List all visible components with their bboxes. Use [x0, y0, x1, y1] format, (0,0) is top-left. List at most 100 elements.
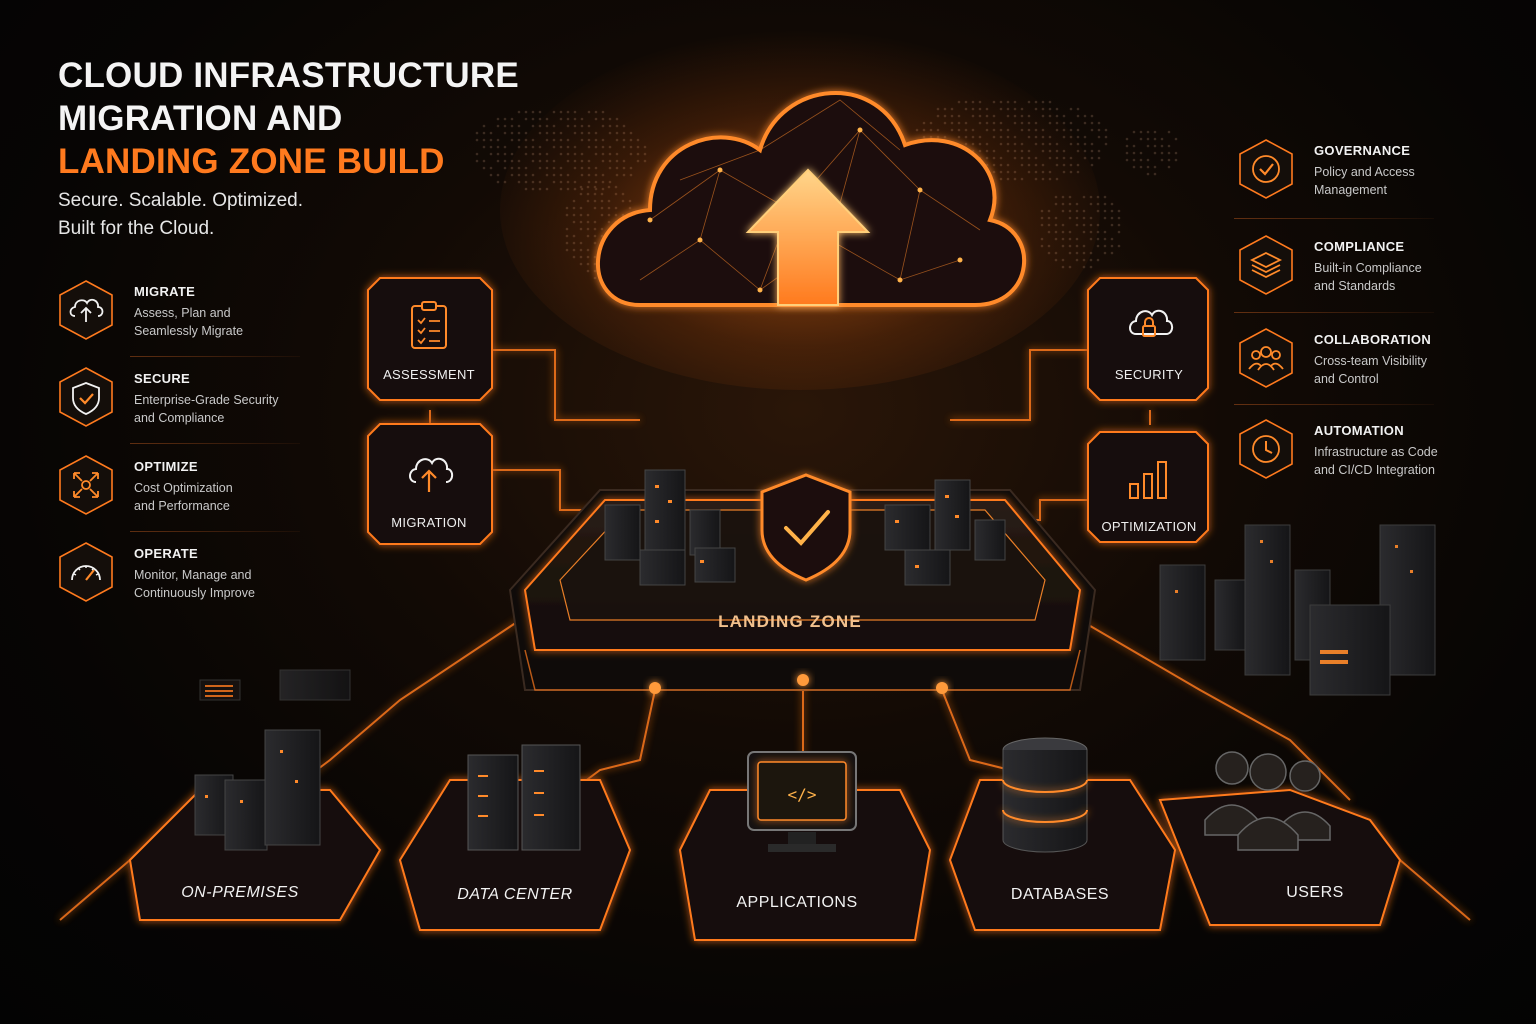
map-dot: [1110, 251, 1114, 255]
map-dot: [1097, 121, 1101, 125]
map-dot: [1103, 202, 1107, 206]
map-dot: [1083, 121, 1087, 125]
feature-desc: Seamlessly Migrate: [134, 324, 244, 338]
map-dot: [1097, 135, 1101, 139]
map-dot: [482, 145, 486, 149]
right-skyline: [1159, 524, 1436, 696]
map-dot: [1125, 151, 1129, 155]
map-dot: [482, 124, 486, 128]
map-dot: [1110, 216, 1114, 220]
map-dot: [1132, 130, 1136, 134]
map-dot: [1062, 121, 1066, 125]
map-dot: [496, 138, 500, 142]
map-dot: [1117, 223, 1121, 227]
map-dot: [503, 131, 507, 135]
map-dot: [503, 145, 507, 149]
map-dot: [1104, 128, 1108, 132]
pad-label-on-premises: ON-PREMISES: [181, 884, 299, 901]
map-dot: [489, 152, 493, 156]
map-dot: [482, 131, 486, 135]
panel-optimization: OPTIMIZATION: [1088, 432, 1210, 544]
page-title: CLOUD INFRASTRUCTURE MIGRATION AND LANDI…: [58, 54, 528, 183]
map-dot: [1096, 244, 1100, 248]
map-dot: [496, 173, 500, 177]
feature-head: AUTOMATION: [1314, 423, 1404, 438]
feature-desc: Cross-team Visibility: [1314, 354, 1427, 368]
feature-desc: Monitor, Manage and: [134, 568, 252, 582]
map-dot: [531, 117, 535, 121]
map-dot: [1083, 135, 1087, 139]
skyline-windows: [1175, 540, 1413, 664]
map-dot: [1153, 172, 1157, 176]
map-dot: [1174, 158, 1178, 162]
panel-label: MIGRATION: [391, 515, 467, 530]
map-dot: [1090, 121, 1094, 125]
title-line-1: CLOUD INFRASTRUCTURE: [58, 56, 519, 95]
pad-users: [1158, 788, 1402, 926]
map-dot: [1055, 107, 1059, 111]
map-dot: [496, 180, 500, 184]
map-dot: [1139, 137, 1143, 141]
pad-label-databases: DATABASES: [1010, 886, 1110, 903]
map-dot: [1167, 144, 1171, 148]
layers-icon: [1234, 233, 1298, 297]
map-dot: [1076, 114, 1080, 118]
map-dot: [1076, 135, 1080, 139]
map-dot: [496, 145, 500, 149]
map-dot: [1139, 165, 1143, 169]
map-dot: [475, 159, 479, 163]
map-dot: [510, 152, 514, 156]
team-icon: [1234, 326, 1298, 390]
map-dot: [503, 124, 507, 128]
map-dot: [1103, 251, 1107, 255]
map-dot: [1146, 165, 1150, 169]
map-dot: [1096, 258, 1100, 262]
map-dot: [1090, 114, 1094, 118]
building-windows: [655, 485, 959, 568]
map-dot: [1153, 144, 1157, 148]
map-dot: [1132, 144, 1136, 148]
feature-desc: Continuously Improve: [134, 586, 255, 600]
cloud-upload-icon: [409, 457, 454, 492]
map-dot: [475, 131, 479, 135]
map-dot: [1174, 137, 1178, 141]
feature-head: OPTIMIZE: [134, 459, 198, 474]
map-dot: [1110, 244, 1114, 248]
map-dot: [482, 159, 486, 163]
map-dot: [1069, 121, 1073, 125]
map-dot: [1153, 165, 1157, 169]
map-dot: [1097, 149, 1101, 153]
on-premises-buildings: [194, 729, 321, 851]
map-dot: [1104, 135, 1108, 139]
feature-desc: Management: [1314, 183, 1387, 197]
panel-assessment: ASSESSMENT: [368, 280, 490, 392]
map-dot: [496, 117, 500, 121]
map-dot: [1103, 230, 1107, 234]
map-dot: [489, 173, 493, 177]
map-dot: [503, 166, 507, 170]
map-dot: [1153, 137, 1157, 141]
map-dot: [517, 131, 521, 135]
shield-check-icon: [760, 473, 852, 582]
panel-label: ASSESSMENT: [383, 367, 475, 382]
map-dot: [482, 138, 486, 142]
map-dot: [1096, 237, 1100, 241]
map-dot: [517, 124, 521, 128]
map-dot: [510, 117, 514, 121]
map-dot: [489, 145, 493, 149]
panel-label: SECURITY: [1114, 367, 1184, 382]
shield-check-icon: [54, 365, 118, 429]
map-dot: [1110, 202, 1114, 206]
map-dot: [1167, 165, 1171, 169]
map-dot: [1062, 114, 1066, 118]
bar-chart-icon: [1129, 461, 1167, 499]
map-dot: [496, 124, 500, 128]
gauge-icon: [54, 540, 118, 604]
map-dot: [1083, 149, 1087, 153]
map-dot: [1125, 158, 1129, 162]
map-dot: [1160, 151, 1164, 155]
feature-head: COMPLIANCE: [1314, 239, 1405, 254]
